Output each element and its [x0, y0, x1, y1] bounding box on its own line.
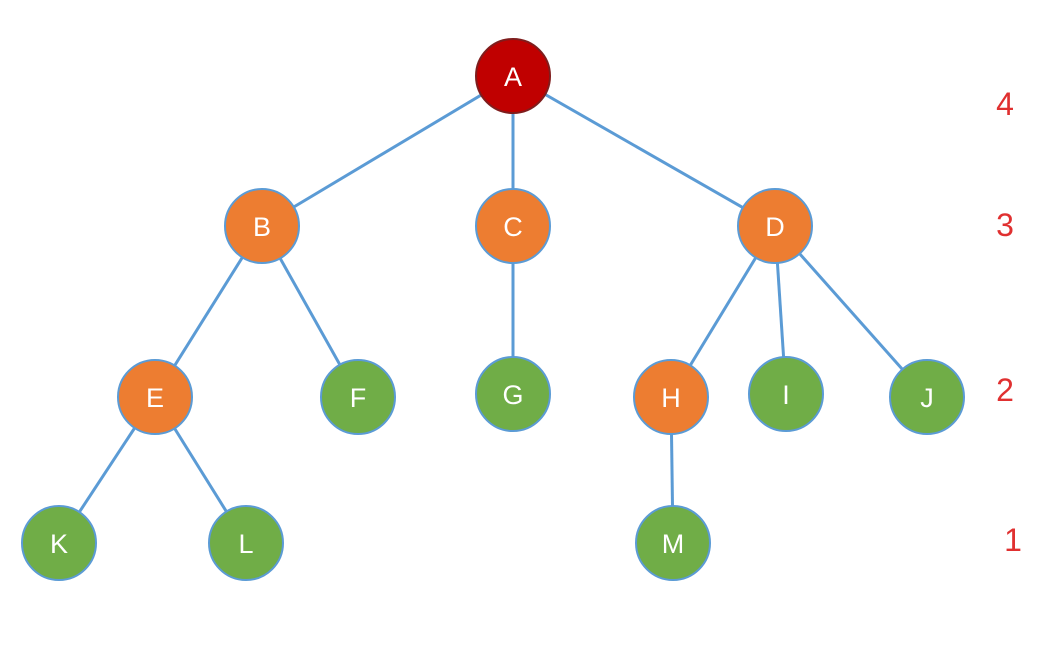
node-h-circle	[633, 359, 709, 435]
node-l-label: L	[238, 529, 253, 559]
node-k-label: K	[50, 529, 68, 559]
node-k: K	[21, 505, 97, 581]
level-label-1: 1	[1004, 522, 1022, 558]
level-label-3: 3	[996, 207, 1014, 243]
node-b-label: B	[253, 212, 271, 242]
node-d-label: D	[765, 212, 785, 242]
node-f-circle	[320, 359, 396, 435]
node-j-circle	[889, 359, 965, 435]
node-e-circle	[117, 359, 193, 435]
node-m-circle	[635, 505, 711, 581]
node-b-circle	[224, 188, 300, 264]
level-labels: 4 3 2 1	[996, 86, 1022, 558]
edge-a-b	[261, 74, 514, 228]
edges-layer	[57, 74, 929, 544]
node-m: M	[635, 505, 711, 581]
node-i-circle	[748, 356, 824, 432]
nodes-layer: A B C D E F G H I J K L M	[21, 38, 965, 581]
node-g: G	[475, 356, 551, 432]
node-l-circle	[208, 505, 284, 581]
node-a: A	[475, 38, 551, 114]
node-j: J	[889, 359, 965, 435]
node-b: B	[224, 188, 300, 264]
edge-a-d	[512, 74, 776, 228]
node-i: I	[748, 356, 824, 432]
node-d: D	[737, 188, 813, 264]
level-label-4: 4	[996, 86, 1014, 122]
node-e: E	[117, 359, 193, 435]
node-m-label: M	[662, 529, 685, 559]
node-l: L	[208, 505, 284, 581]
node-h: H	[633, 359, 709, 435]
node-a-circle	[475, 38, 551, 114]
node-e-label: E	[146, 383, 164, 413]
edge-d-j	[773, 225, 929, 398]
node-c: C	[475, 188, 551, 264]
node-c-circle	[475, 188, 551, 264]
node-f: F	[320, 359, 396, 435]
node-d-circle	[737, 188, 813, 264]
node-i-label: I	[782, 380, 790, 410]
node-j-label: J	[920, 383, 934, 413]
node-g-circle	[475, 356, 551, 432]
node-f-label: F	[350, 383, 367, 413]
node-k-circle	[21, 505, 97, 581]
node-h-label: H	[661, 383, 681, 413]
level-label-2: 2	[996, 372, 1014, 408]
node-a-label: A	[504, 62, 522, 92]
node-g-label: G	[502, 380, 523, 410]
node-c-label: C	[503, 212, 523, 242]
